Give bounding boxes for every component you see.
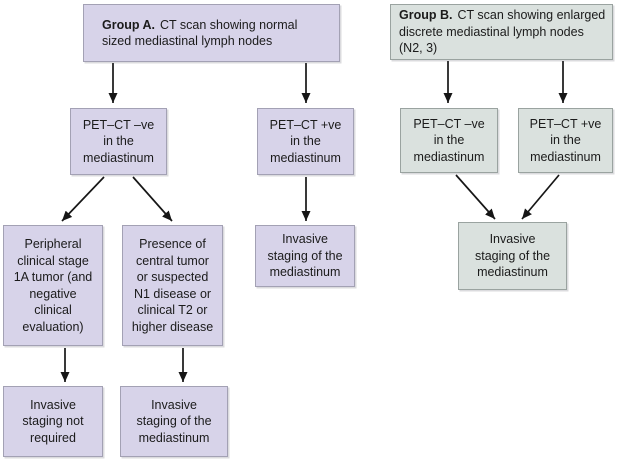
node-text: PET–CT +ve in the mediastinum <box>529 116 602 164</box>
node-group-a-central-tumor: Presence of central tumor or suspected N… <box>122 225 223 346</box>
node-group-b-pet-ct-positive: PET–CT +ve in the mediastinum <box>518 108 613 173</box>
node-group-a-pet-ct-negative: PET–CT –ve in the mediastinum <box>70 108 167 175</box>
node-text: Invasive staging not required <box>22 397 84 445</box>
node-text: Presence of central tumor or suspected N… <box>131 237 214 334</box>
node-text: Invasive staging of the mediastinum <box>267 232 343 280</box>
node-group-b-invasive-staging: Invasive staging of the mediastinum <box>458 222 567 290</box>
node-text: Group A.CT scan showing normal sized med… <box>102 17 298 49</box>
node-group-b-header: Group B.CT scan showing enlarged discret… <box>390 4 613 60</box>
node-group-a-invasive-staging: Invasive staging of the mediastinum <box>255 225 355 287</box>
node-text: Peripheral clinical stage 1A tumor (and … <box>13 237 93 334</box>
node-group-a-pet-ct-positive: PET–CT +ve in the mediastinum <box>257 108 354 175</box>
arrow-a-petneg-to-central <box>132 176 173 222</box>
node-group-b-pet-ct-negative: PET–CT –ve in the mediastinum <box>400 108 498 173</box>
arrow-a-petneg-to-peripheral <box>61 176 105 222</box>
node-group-a-header: Group A.CT scan showing normal sized med… <box>83 4 340 62</box>
group-b-label: Group B. <box>399 8 453 23</box>
arrow-b-petpos-to-invasive <box>521 174 560 220</box>
node-text: Group B.CT scan showing enlarged discret… <box>399 8 606 56</box>
node-group-a-invasive-staging-bottom: Invasive staging of the mediastinum <box>120 386 228 457</box>
node-group-a-invasive-not-required: Invasive staging not required <box>3 386 103 457</box>
node-text: PET–CT –ve in the mediastinum <box>413 116 485 164</box>
arrow-b-petneg-to-invasive <box>455 174 496 220</box>
node-group-a-peripheral-stage-1a: Peripheral clinical stage 1A tumor (and … <box>3 225 103 346</box>
node-text: PET–CT –ve in the mediastinum <box>82 117 155 165</box>
node-text: Invasive staging of the mediastinum <box>474 232 551 280</box>
node-text: PET–CT +ve in the mediastinum <box>269 117 342 165</box>
node-text: Invasive staging of the mediastinum <box>136 397 212 445</box>
group-a-label: Group A. <box>102 17 156 32</box>
